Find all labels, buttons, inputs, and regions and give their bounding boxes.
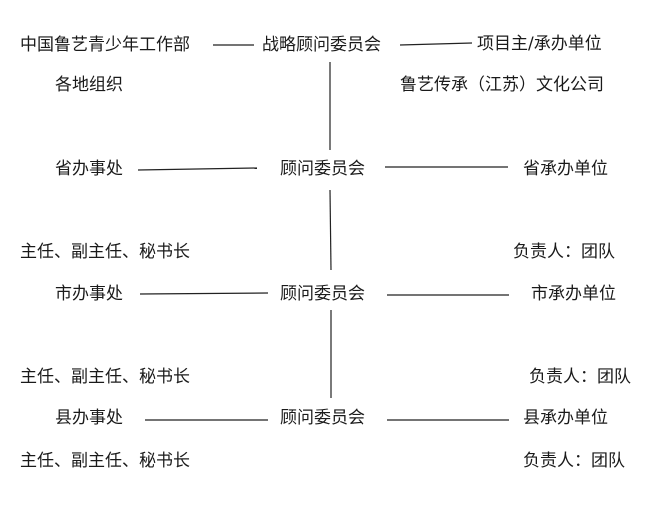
label-province-staff: 主任、副主任、秘书长 (20, 242, 190, 262)
node-city-host-unit: 市承办单位 (531, 284, 616, 304)
connector-province-left (137, 167, 258, 171)
label-county-lead: 负责人：团队 (523, 451, 625, 471)
node-project-organizer: 项目主/承办单位 (477, 34, 602, 54)
node-county-advisory-committee: 顾问委员会 (280, 408, 365, 428)
node-province-host-unit: 省承办单位 (523, 159, 608, 179)
node-city-advisory-committee: 顾问委员会 (280, 284, 365, 304)
label-culture-company: 鲁艺传承（江苏）文化公司 (400, 75, 604, 95)
node-county-host-unit: 县承办单位 (523, 408, 608, 428)
node-province-advisory-committee: 顾问委员会 (280, 159, 365, 179)
label-province-lead: 负责人：团队 (513, 242, 615, 262)
node-province-office: 省办事处 (55, 159, 123, 179)
connector-trunk-2 (329, 189, 332, 271)
connector-city-left (139, 292, 269, 295)
label-city-staff: 主任、副主任、秘书长 (20, 367, 190, 387)
connector-top-right (399, 42, 473, 46)
node-strategic-advisory-committee: 战略顾问委员会 (262, 35, 381, 55)
node-county-office: 县办事处 (55, 408, 123, 428)
label-city-lead: 负责人：团队 (529, 367, 631, 387)
label-county-staff: 主任、副主任、秘书长 (20, 451, 190, 471)
label-local-organizations: 各地组织 (55, 75, 123, 95)
node-city-office: 市办事处 (55, 284, 123, 304)
node-youth-department: 中国鲁艺青少年工作部 (20, 35, 190, 55)
